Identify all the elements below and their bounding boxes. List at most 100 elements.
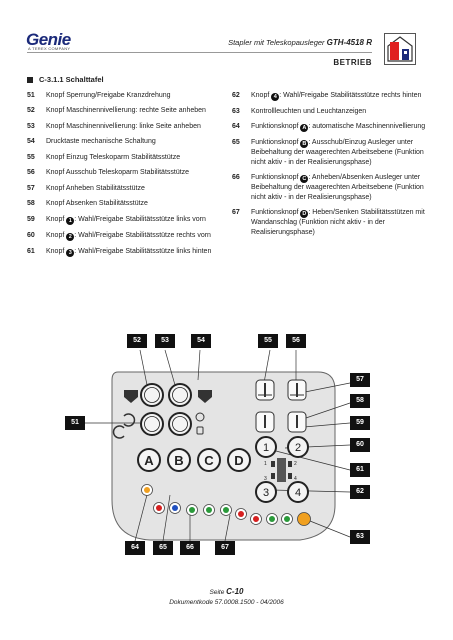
legend-item-description: : Wahl/Freigabe Stabilitätsstütze rechts… — [279, 92, 422, 99]
legend-item-prefix: Funktionsknopf — [251, 123, 301, 131]
level-left-button — [168, 383, 192, 407]
house-door-icon — [384, 33, 416, 65]
legend-item-number: 61 — [27, 247, 35, 255]
legend-item-text: Funktionsknopf A: automatische Maschinen… — [251, 122, 426, 133]
legend-item-number: 63 — [232, 108, 240, 115]
reference-badge: 3 — [66, 248, 75, 257]
callout-54: 54 — [191, 334, 211, 348]
function-button-a: A — [137, 448, 161, 472]
callout-60: 60 — [350, 438, 370, 452]
legend-item-description: : Ausschub/Einzug Ausleger unter Beibeha… — [251, 139, 424, 166]
mechanical-switch-button — [168, 412, 192, 436]
legend-item-prefix: Knopf — [46, 247, 67, 255]
header-divider — [27, 52, 372, 53]
legend-item-description: : Heben/Senken Stabilitätsstützen mit Wa… — [251, 209, 425, 236]
legend-item-prefix: Knopf — [46, 231, 67, 239]
legend-item-number: 57 — [27, 184, 35, 192]
legend-item-text: Knopf 3: Wahl/Freigabe Stabilitätsstütze… — [46, 247, 222, 257]
legend-item: 63 Kontrollleuchten und Leuchtanzeigen — [232, 107, 426, 116]
callout-56: 56 — [286, 334, 306, 348]
legend-item-text: Knopf Sperrung/Freigabe Kranzdrehung — [46, 92, 171, 99]
callout-66: 66 — [180, 541, 200, 555]
legend-item-number: 51 — [27, 92, 35, 99]
stabilizer-retract-button — [255, 379, 275, 401]
legend-item: 60 Knopf 2: Wahl/Freigabe Stabilitätsstüt… — [27, 231, 222, 241]
callout-57: 57 — [350, 373, 370, 387]
legend-item: 51 Knopf Sperrung/Freigabe Kranzdrehung — [27, 91, 222, 100]
section-heading: C-3.1.1 Schalttafel — [27, 75, 104, 84]
legend-item-description: : Wahl/Freigabe Stabilitätsstütze rechts… — [74, 231, 211, 239]
legend-item-number: 60 — [27, 231, 35, 239]
legend-item-text: Knopf Ausschub Teleskoparm Stabilitätsst… — [46, 169, 190, 177]
legend-item-text: Kontrollleuchten und Leuchtanzeigen — [251, 108, 367, 115]
legend-item: 55 Knopf Einzug Teleskoparm Stabilitätsst… — [27, 153, 222, 162]
legend-item-number: 67 — [232, 209, 240, 217]
stabilizer-select-1-button: 1 — [255, 436, 277, 458]
legend-item-text: Knopf 1: Wahl/Freigabe Stabilitätsstütze… — [46, 215, 222, 225]
button-b-label: B — [174, 453, 183, 468]
legend-item-number: 59 — [27, 215, 35, 223]
page-prefix: Seite — [209, 589, 225, 596]
page-number: Seite C-10 — [0, 587, 453, 596]
model-name: GTH-4518 R — [326, 38, 372, 47]
legend-item-prefix: Funktionsknopf — [251, 139, 301, 147]
bullet-square-icon — [27, 77, 33, 84]
button-d-label: D — [234, 453, 243, 468]
reference-badge: 1 — [66, 216, 75, 225]
callout-51: 51 — [65, 416, 85, 430]
button-1-label: 1 — [263, 442, 269, 454]
legend-item-number: 54 — [27, 138, 35, 146]
legend-item-text: Knopf 4: Wahl/Freigabe Stabilitätsstütze… — [251, 91, 426, 101]
info-indicator-icon — [195, 412, 205, 435]
stabilizer-raise-button — [255, 411, 275, 433]
title-prefix: Stapler mit Teleskopausleger — [228, 38, 325, 47]
reference-badge: 4 — [271, 93, 280, 101]
legend-item-prefix: Knopf — [251, 92, 272, 99]
genie-logo: Genie A TEREX COMPANY — [26, 30, 92, 52]
legend-item-number: 62 — [232, 92, 240, 99]
legend-item-prefix: Funktionsknopf — [251, 174, 301, 182]
legend-item-text: Funktionsknopf D: Heben/Senken Stabilitä… — [251, 208, 426, 237]
stabilizer-select-2-button: 2 — [287, 436, 309, 458]
callout-64: 64 — [125, 541, 145, 555]
callout-52: 52 — [127, 334, 147, 348]
callout-53: 53 — [155, 334, 175, 348]
legend-left-column: 51 Knopf Sperrung/Freigabe Kranzdrehung 52… — [27, 91, 222, 263]
legend-item-number: 65 — [232, 139, 240, 147]
button-a-label: A — [144, 453, 154, 468]
mini-label-4: 4 — [294, 476, 297, 482]
function-button-b: B — [167, 448, 191, 472]
reference-badge: 2 — [66, 232, 75, 241]
legend-item-text: Knopf Einzug Teleskoparm Stabilitätsstüt… — [46, 153, 181, 161]
function-button-d: D — [227, 448, 251, 472]
legend-item-number: 58 — [27, 200, 35, 208]
button-3-label: 3 — [263, 487, 269, 499]
heading-text: C-3.1.1 Schalttafel — [39, 75, 104, 84]
legend-item: 59 Knopf 1: Wahl/Freigabe Stabilitätsstüt… — [27, 215, 222, 225]
rotate-arrows-icon — [112, 413, 136, 439]
stabilizer-select-4-button: 4 — [287, 481, 309, 503]
logo-subtitle: A TEREX COMPANY — [28, 46, 71, 51]
callout-58: 58 — [350, 394, 370, 408]
mini-label-3: 3 — [264, 476, 267, 482]
reference-badge: C — [300, 175, 309, 184]
reference-badge: A — [300, 124, 309, 133]
callout-55: 55 — [258, 334, 278, 348]
legend-item-description: : Anheben/Absenken Ausleger unter Beibeh… — [251, 174, 424, 201]
legend-item-number: 55 — [27, 153, 35, 161]
callout-62: 62 — [350, 485, 370, 499]
callout-63: 63 — [350, 530, 370, 544]
mini-label-2: 2 — [294, 461, 297, 467]
legend-item-prefix: Funktionsknopf — [251, 209, 301, 217]
machine-topview-icon: 1 2 3 4 — [264, 458, 297, 482]
button-4-label: 4 — [295, 487, 301, 499]
function-button-c: C — [197, 448, 221, 472]
panel-body — [111, 371, 336, 541]
